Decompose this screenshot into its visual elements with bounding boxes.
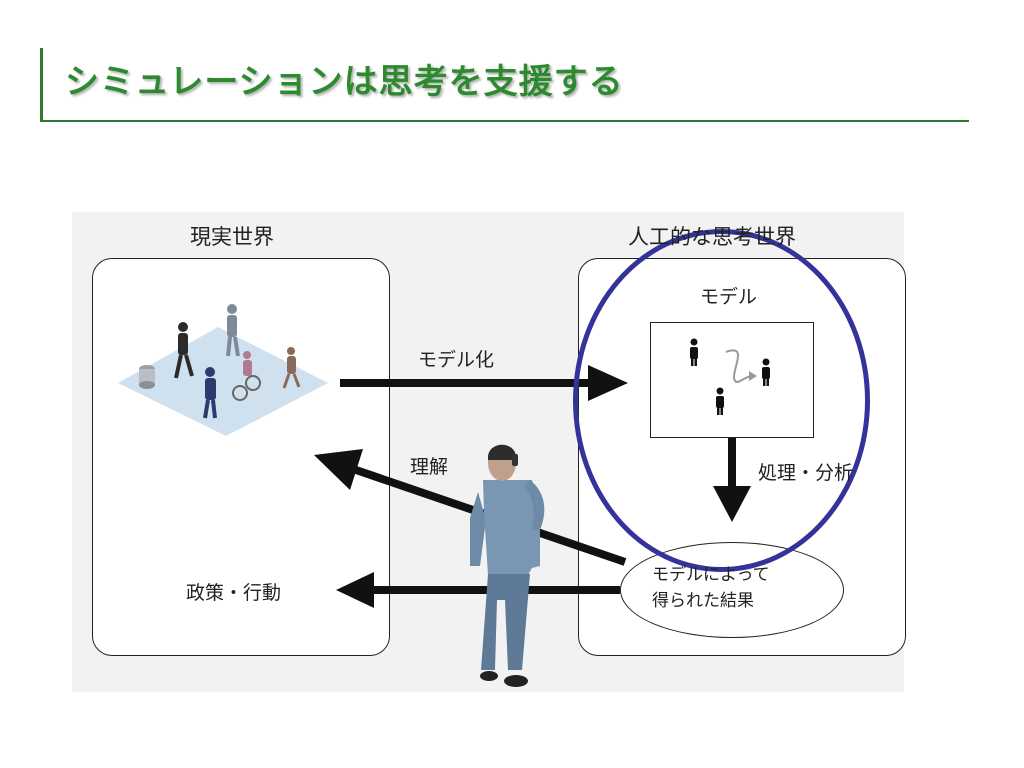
policy-action-arrow: [336, 572, 620, 608]
title-bar: シミュレーションは思考を支援する: [40, 48, 969, 122]
understanding-label: 理解: [410, 456, 449, 478]
modeling-label: モデル化: [418, 349, 495, 371]
thinking-man-illustration: [470, 444, 545, 687]
real-world-label: 現実世界: [190, 225, 274, 249]
artificial-world-label: 人工的な思考世界: [628, 225, 796, 249]
highlight-ellipse: [573, 229, 870, 572]
result-label-line1: モデルによって: [652, 565, 770, 585]
slide-title: シミュレーションは思考を支援する: [65, 62, 624, 102]
processing-label: 処理・分析: [758, 462, 854, 484]
result-label-line2: 得られた結果: [652, 591, 754, 611]
crowd-scene-illustration: [118, 304, 328, 436]
policy-action-label: 政策・行動: [186, 582, 282, 604]
understanding-arrow: [314, 449, 627, 566]
model-label: モデル: [700, 286, 758, 308]
